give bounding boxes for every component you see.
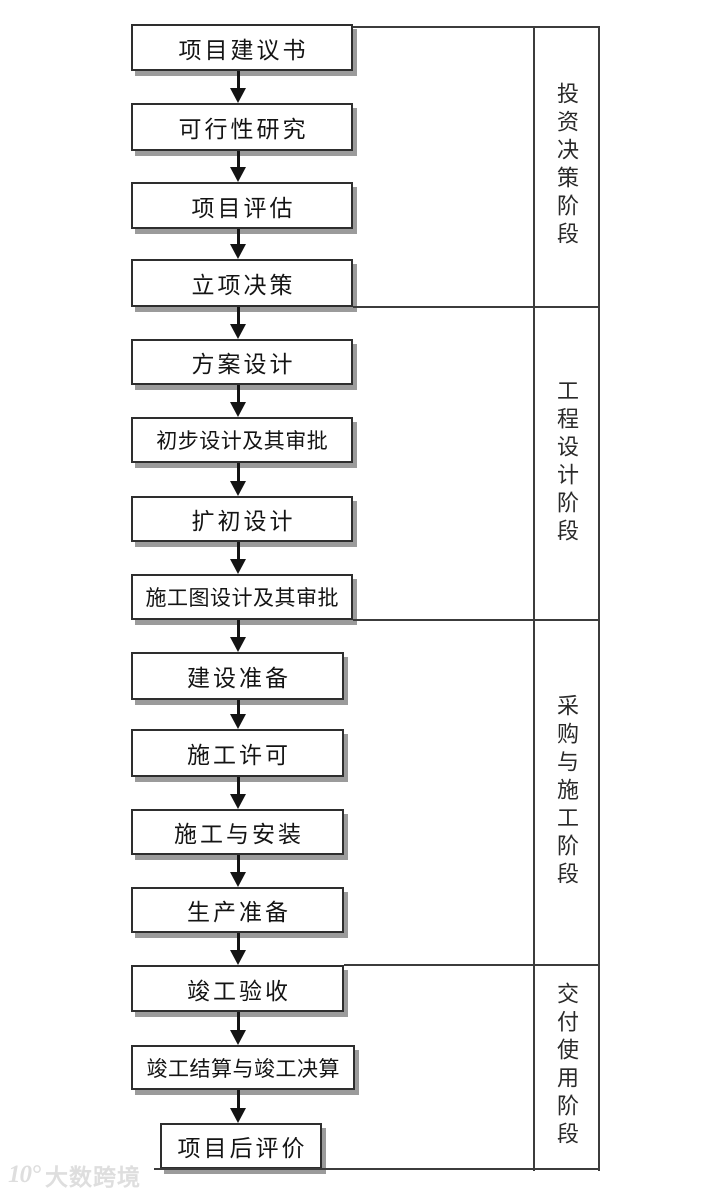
phase-label-engineering-design: 工程设计阶段	[534, 306, 598, 619]
flow-arrow-down-icon	[230, 71, 246, 103]
flow-arrow-down-icon	[230, 700, 246, 729]
flow-arrow-down-icon	[230, 151, 246, 182]
phase-bracket-inner-line	[533, 26, 535, 1171]
arrow-head-icon	[230, 481, 246, 496]
flow-step-expanded-preliminary-design: 扩初设计	[131, 496, 353, 542]
arrow-head-icon	[230, 637, 246, 652]
phase-bracket-outer-line	[598, 26, 600, 1171]
arrow-stem	[236, 307, 240, 326]
flow-step-construction-drawing-design-approval: 施工图设计及其审批	[131, 574, 353, 620]
phase-divider-2	[353, 619, 599, 621]
arrow-stem	[236, 542, 240, 561]
flow-step-production-preparation: 生产准备	[131, 887, 344, 933]
phase-divider-top	[353, 26, 599, 28]
arrow-stem	[236, 1090, 240, 1110]
watermark-logo-icon: 10°	[8, 1161, 41, 1188]
arrow-stem	[236, 151, 240, 169]
flow-arrow-down-icon	[230, 307, 246, 339]
arrow-head-icon	[230, 402, 246, 417]
flow-arrow-down-icon	[230, 385, 246, 417]
flow-arrow-down-icon	[230, 463, 246, 496]
flow-step-project-approval-decision: 立项决策	[131, 259, 353, 307]
arrow-head-icon	[230, 714, 246, 729]
flow-step-preliminary-design-approval: 初步设计及其审批	[131, 417, 353, 463]
flow-step-project-evaluation: 项目评估	[131, 182, 353, 229]
phase-label-text: 工程设计阶段	[554, 378, 579, 547]
arrow-stem	[236, 1012, 240, 1032]
arrow-head-icon	[230, 88, 246, 103]
arrow-head-icon	[230, 950, 246, 965]
phase-label-text: 投资决策阶段	[554, 82, 579, 250]
phase-divider-1	[353, 306, 599, 308]
flow-step-construction-and-installation: 施工与安装	[131, 809, 344, 855]
arrow-head-icon	[230, 1030, 246, 1045]
flow-step-feasibility-study: 可行性研究	[131, 103, 353, 151]
arrow-stem	[236, 229, 240, 246]
phase-label-procurement-construction: 采购与施工阶段	[534, 619, 598, 964]
flow-arrow-down-icon	[230, 855, 246, 887]
watermark-text: 大数跨境	[45, 1165, 141, 1190]
flow-step-construction-permit: 施工许可	[131, 729, 344, 777]
flow-arrow-down-icon	[230, 1012, 246, 1045]
watermark: 10° 大数跨境	[8, 1158, 141, 1192]
arrow-stem	[236, 933, 240, 952]
phase-label-text: 交付使用阶段	[554, 982, 579, 1150]
phase-label-handover-use: 交付使用阶段	[534, 964, 598, 1168]
arrow-head-icon	[230, 794, 246, 809]
flow-arrow-down-icon	[230, 620, 246, 652]
arrow-head-icon	[230, 872, 246, 887]
arrow-head-icon	[230, 559, 246, 574]
flow-step-post-project-evaluation: 项目后评价	[160, 1123, 322, 1169]
phase-divider-3	[344, 964, 599, 966]
arrow-stem	[236, 620, 240, 639]
flow-step-schematic-design: 方案设计	[131, 339, 353, 385]
arrow-stem	[236, 700, 240, 716]
phase-divider-bottom	[154, 1168, 599, 1170]
flow-arrow-down-icon	[230, 229, 246, 259]
arrow-stem	[236, 463, 240, 483]
arrow-head-icon	[230, 324, 246, 339]
arrow-head-icon	[230, 1108, 246, 1123]
arrow-stem	[236, 71, 240, 90]
arrow-stem	[236, 385, 240, 404]
arrow-stem	[236, 777, 240, 796]
arrow-head-icon	[230, 167, 246, 182]
flow-arrow-down-icon	[230, 777, 246, 809]
flow-arrow-down-icon	[230, 933, 246, 965]
flow-step-construction-preparation: 建设准备	[131, 652, 344, 700]
flow-step-completion-settlement-final-accounts: 竣工结算与竣工决算	[131, 1045, 355, 1090]
arrow-head-icon	[230, 244, 246, 259]
phase-label-investment-decision: 投资决策阶段	[534, 26, 598, 306]
flow-arrow-down-icon	[230, 1090, 246, 1123]
arrow-stem	[236, 855, 240, 874]
phase-label-text: 采购与施工阶段	[554, 693, 579, 890]
flow-arrow-down-icon	[230, 542, 246, 574]
flow-step-project-proposal: 项目建议书	[131, 24, 353, 71]
flow-step-completion-acceptance: 竣工验收	[131, 965, 344, 1012]
